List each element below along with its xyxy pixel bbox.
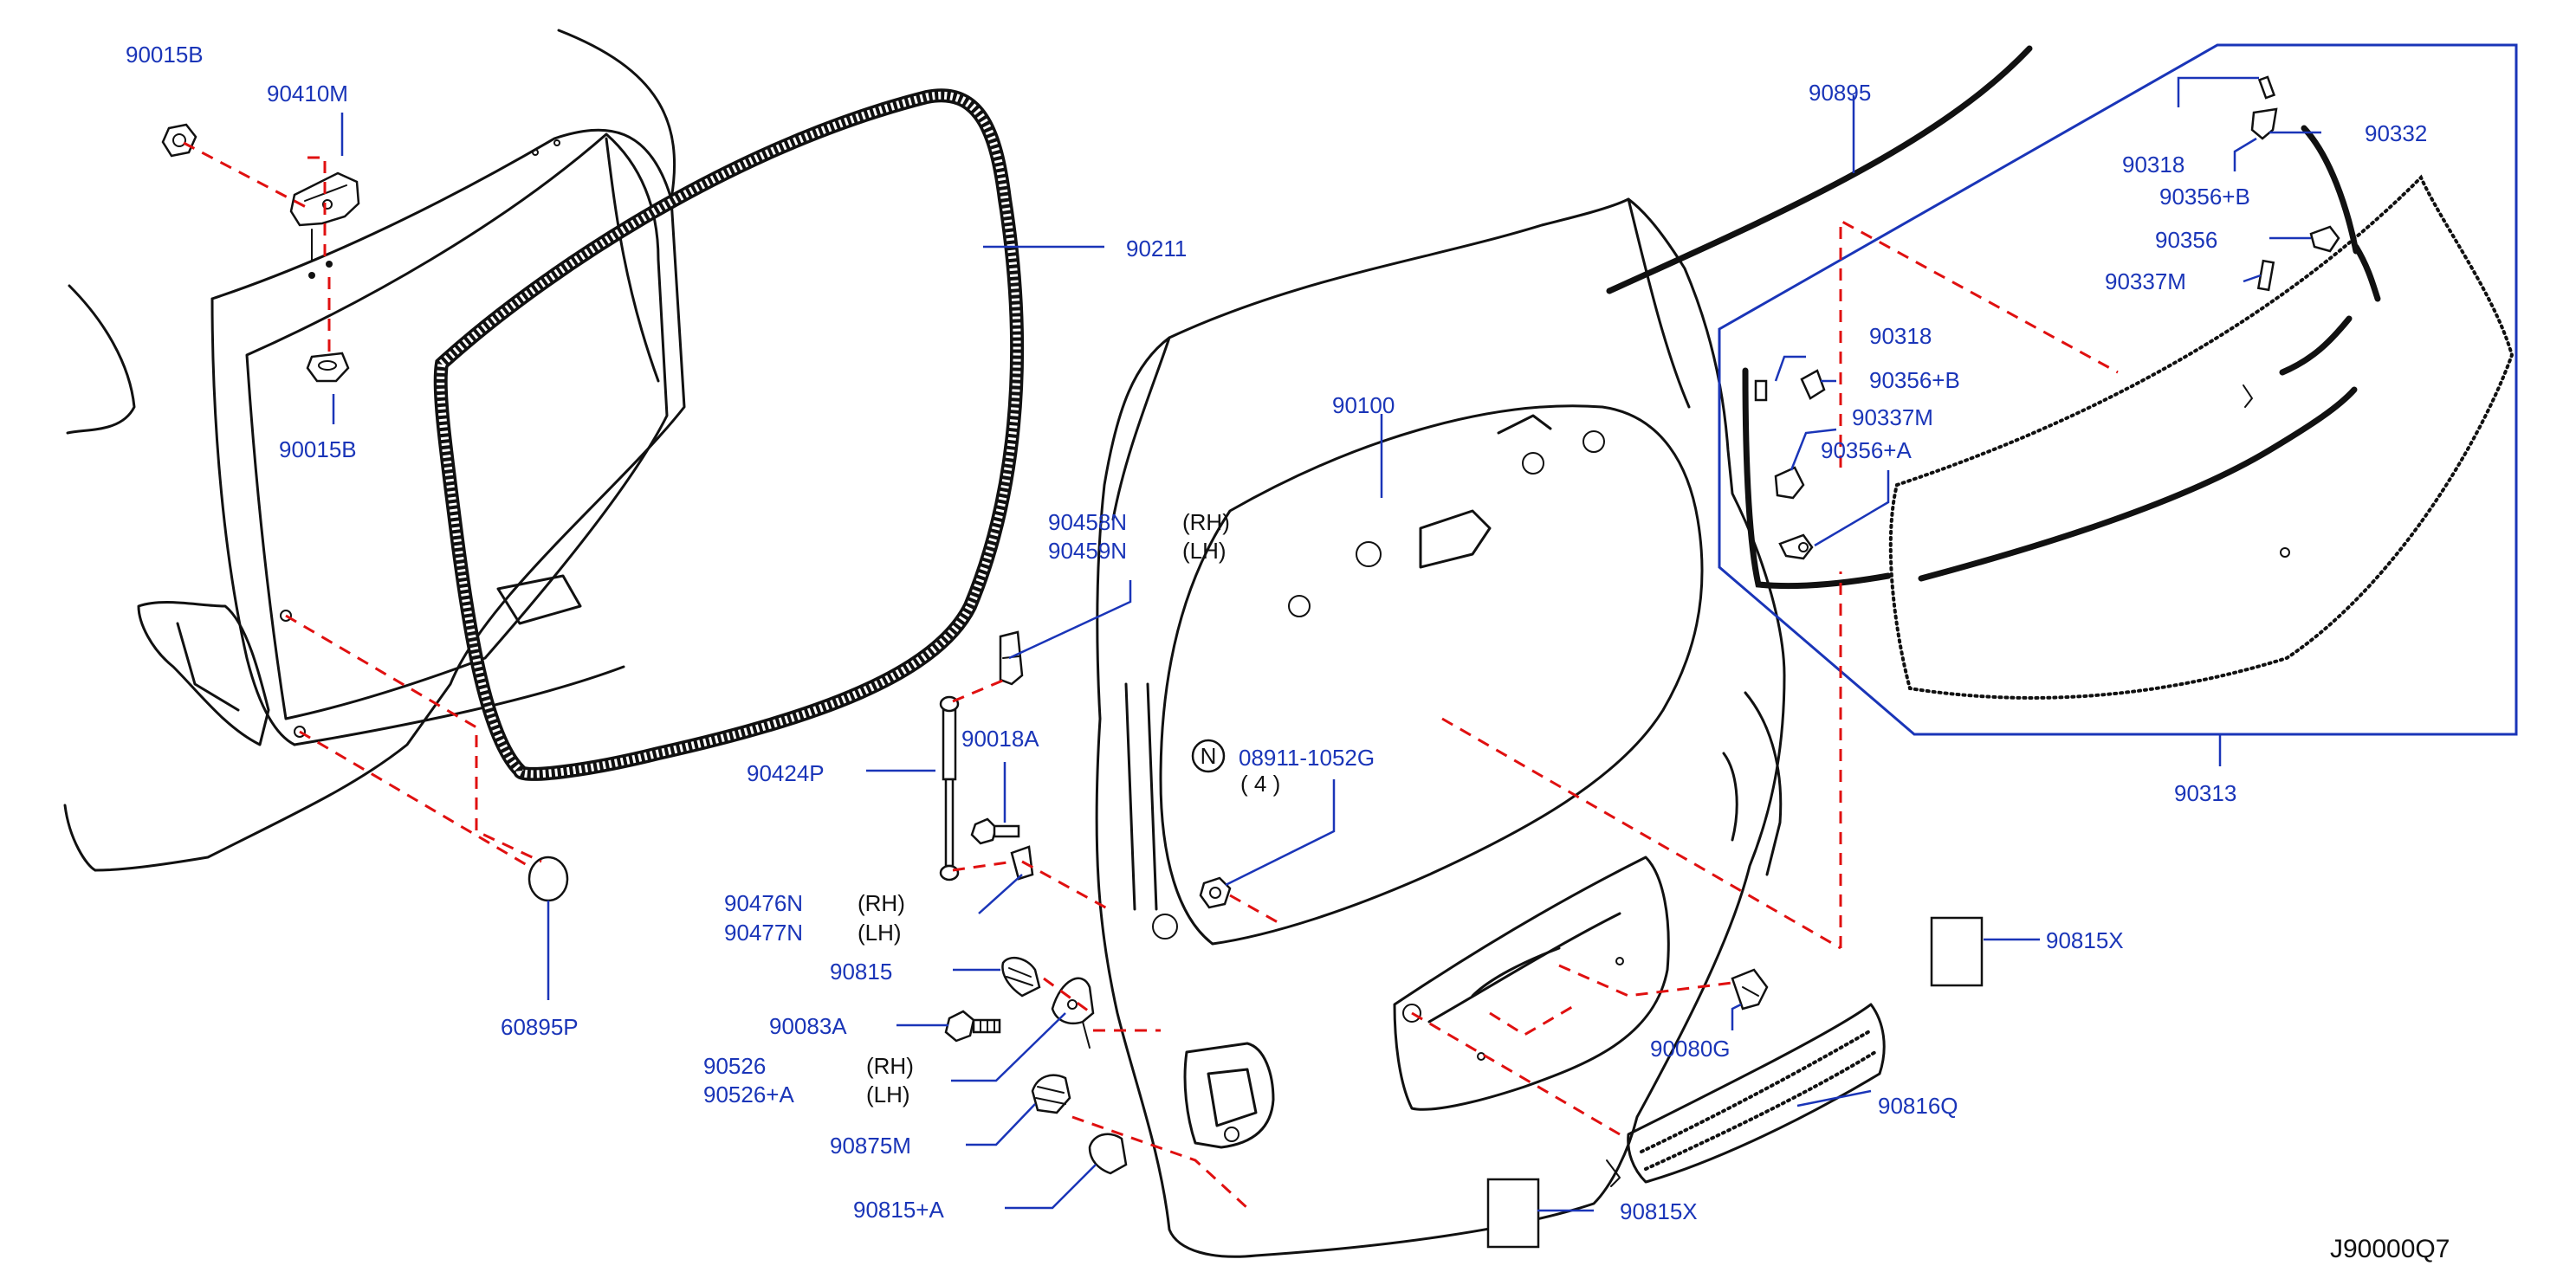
body-back-opening bbox=[63, 29, 686, 872]
clip-90356B-mid bbox=[1800, 369, 1826, 400]
assembly-lines bbox=[183, 141, 2119, 1210]
label-90083A: 90083A bbox=[769, 1013, 847, 1039]
clip-90356 bbox=[2309, 225, 2340, 253]
stay-90424P bbox=[939, 695, 960, 881]
clip-90318-mid bbox=[1754, 379, 1768, 402]
label-60895P: 60895P bbox=[501, 1014, 579, 1040]
clip-90318-top bbox=[2257, 75, 2276, 100]
leader-lines bbox=[332, 76, 2321, 1212]
label-90318-mid: 90318 bbox=[1869, 323, 1932, 349]
label-qty: ( 4 ) bbox=[1240, 771, 1280, 797]
pad-90815X-bottom bbox=[1486, 1178, 1540, 1249]
label-90332: 90332 bbox=[2365, 120, 2427, 146]
label-90459N: 90459N bbox=[1048, 538, 1127, 564]
label-90211: 90211 bbox=[1126, 236, 1187, 262]
bracket-90526 bbox=[1051, 977, 1095, 1049]
group-box-90313 bbox=[1718, 43, 2518, 736]
clip-90337M-top bbox=[2256, 259, 2275, 292]
label-90018A: 90018A bbox=[961, 726, 1039, 752]
clip-90015B-bottom bbox=[306, 352, 350, 383]
label-90875M: 90875M bbox=[830, 1133, 911, 1159]
weatherstrip-90211 bbox=[433, 88, 1025, 781]
diagram-id: J90000Q7 bbox=[2330, 1235, 2450, 1263]
label-90337M-mid: 90337M bbox=[1852, 404, 1933, 430]
label-90318-top: 90318 bbox=[2122, 152, 2184, 178]
latch-90410M bbox=[289, 171, 360, 279]
label-90815: 90815 bbox=[830, 959, 892, 985]
nut-08911-1052G bbox=[1199, 876, 1232, 909]
clip-90080G bbox=[1731, 968, 1769, 1011]
n-mark: N bbox=[1201, 743, 1217, 769]
label-90015B-top: 90015B bbox=[126, 42, 204, 68]
label-90410M: 90410M bbox=[267, 81, 348, 107]
label-90100: 90100 bbox=[1332, 392, 1395, 418]
label-90476N: 90476N bbox=[724, 890, 803, 916]
label-08911-1052G: 08911-1052G bbox=[1239, 745, 1375, 771]
label-90356: 90356 bbox=[2155, 227, 2217, 253]
label-lh-3: (LH) bbox=[866, 1082, 910, 1107]
label-lh-2: (LH) bbox=[858, 920, 902, 946]
label-90356B-top: 90356+B bbox=[2159, 184, 2250, 210]
label-90015B-bottom: 90015B bbox=[279, 436, 357, 462]
label-90815X-right: 90815X bbox=[2046, 927, 2124, 953]
label-rh-2: (RH) bbox=[858, 890, 905, 916]
nut-90015B-top bbox=[161, 123, 197, 158]
label-90815X-bottom: 90815X bbox=[1620, 1198, 1698, 1224]
label-90816Q: 90816Q bbox=[1878, 1093, 1958, 1119]
label-rh-3: (RH) bbox=[866, 1053, 914, 1079]
label-90356B-mid: 90356+B bbox=[1869, 367, 1960, 393]
bumper-90815 bbox=[1001, 956, 1041, 998]
label-90895: 90895 bbox=[1809, 80, 1871, 106]
label-rh-1: (RH) bbox=[1182, 509, 1230, 535]
plug-60895P bbox=[527, 856, 569, 902]
clip-90356A bbox=[1778, 533, 1814, 560]
label-90526: 90526 bbox=[703, 1053, 766, 1079]
label-90313: 90313 bbox=[2174, 780, 2236, 806]
label-90424P: 90424P bbox=[747, 760, 825, 786]
bolt-90018A bbox=[970, 817, 1020, 845]
sealer-90875M bbox=[1031, 1074, 1071, 1114]
label-90080G: 90080G bbox=[1650, 1036, 1731, 1062]
label-90526A: 90526+A bbox=[703, 1082, 794, 1107]
label-90337M-top: 90337M bbox=[2105, 268, 2186, 294]
clip-90337M-mid bbox=[1774, 466, 1805, 500]
label-90477N: 90477N bbox=[724, 920, 803, 946]
molding-90895 bbox=[1606, 45, 2033, 294]
garnish-90816Q bbox=[1606, 1003, 1886, 1187]
bumper-90815A bbox=[1088, 1133, 1128, 1175]
label-90815A: 90815+A bbox=[853, 1197, 944, 1223]
n-mark-circle bbox=[1191, 739, 1226, 773]
label-lh-1: (LH) bbox=[1182, 538, 1227, 564]
label-90356A: 90356+A bbox=[1821, 437, 1912, 463]
bolt-90083A bbox=[944, 1010, 1001, 1043]
clip-90356B-top bbox=[2250, 107, 2278, 140]
back-door-90100 bbox=[1095, 197, 1786, 1258]
molding-90332 bbox=[2301, 125, 2359, 255]
pad-90815X-right bbox=[1930, 916, 1984, 987]
label-90458N: 90458N bbox=[1048, 509, 1127, 535]
glass-90313 bbox=[1742, 174, 2515, 700]
